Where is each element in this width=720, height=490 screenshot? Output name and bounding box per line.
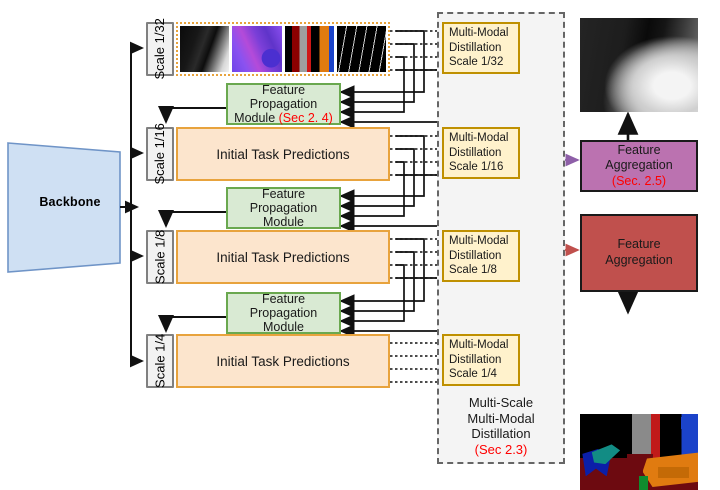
fa-purple-line2: Aggregation [605,158,673,173]
fpm-3-line2: Propagation [249,306,318,320]
mmd-2-line1: Multi-Modal [449,132,509,145]
mmd-1-line3: Scale 1/32 [449,56,504,69]
multi-modal-distillation-1-32[interactable]: Multi-Modal Distillation Scale 1/32 [442,22,520,74]
scale-box-1-16[interactable]: Scale 1/16 [146,123,174,185]
distillation-caption-section: (Sec 2.3) [474,441,528,457]
distillation-caption: Multi-Scale Multi-Modal Distillation (Se… [437,395,565,457]
mmd-2-line3: Scale 1/16 [449,161,504,174]
mmd-3-line1: Multi-Modal [449,235,509,248]
fa-red-line2: Aggregation [605,253,673,267]
fpm-1-line3: Module [234,111,276,125]
semantic-segmentation-thumbnail [284,26,334,72]
multi-modal-distillation-1-4[interactable]: Multi-Modal Distillation Scale 1/4 [442,334,520,386]
scale-box-1-4[interactable]: Scale 1/4 [146,334,174,388]
fpm-1-line3-row: Module (Sec 2. 4) [234,111,333,125]
mmd-4-line1: Multi-Modal [449,339,509,352]
mmd-4-line3: Scale 1/4 [449,368,497,381]
fpm-1-line1: Feature [261,83,306,97]
fa-red-line1: Feature [617,237,661,252]
backbone-label: Backbone [39,195,101,209]
segmentation-output-image [580,414,698,490]
mmd-3-line3: Scale 1/8 [449,264,497,277]
backbone-block: Backbone [4,132,136,272]
depth-output-image [580,18,698,112]
scale-box-1-4-label: Scale 1/4 [152,333,168,389]
scale-box-1-16-label: Scale 1/16 [152,123,168,185]
fa-purple-line1: Feature [617,142,661,157]
initial-task-predictions-1-8[interactable]: Initial Task Predictions [176,230,390,284]
mmd-1-line2: Distillation [449,41,502,54]
scale-box-1-32-label: Scale 1/32 [152,18,168,80]
feature-propagation-module-2[interactable]: Feature Propagation Module [226,187,341,229]
modality-thumbnail-strip [176,22,390,76]
scale-box-1-32[interactable]: Scale 1/32 [146,18,174,80]
feature-propagation-module-3[interactable]: Feature Propagation Module [226,292,341,334]
distillation-caption-line1: Multi-Scale [468,395,534,410]
scale-box-1-8[interactable]: Scale 1/8 [146,230,174,284]
distillation-caption-line3: Distillation [471,426,531,442]
distillation-caption-line2: Multi-Modal [467,410,535,426]
fpm-2-line2: Propagation [249,201,318,215]
mmd-2-line2: Distillation [449,146,502,159]
mmd-1-line1: Multi-Modal [449,27,509,40]
feature-aggregation-purple[interactable]: Feature Aggregation (Sec. 2.5) [580,140,698,192]
initial-task-predictions-1-4[interactable]: Initial Task Predictions [176,334,390,388]
multi-modal-distillation-1-8[interactable]: Multi-Modal Distillation Scale 1/8 [442,230,520,282]
feature-aggregation-red[interactable]: Feature Aggregation [580,214,698,292]
fpm-3-line3: Module [263,320,304,334]
diagram-canvas: Backbone Scale 1/32 Scale 1/16 Scale 1/8… [4,12,698,490]
feature-propagation-module-1[interactable]: Feature Propagation Module (Sec 2. 4) [226,83,341,125]
fpm-2-line3: Module [263,215,304,229]
edge-map-thumbnail [336,26,386,72]
mmd-3-line2: Distillation [449,249,502,262]
fpm-2-line1: Feature [261,187,306,201]
fpm-3-line1: Feature [261,292,306,306]
fpm-1-section: (Sec 2. 4) [278,111,333,125]
scale-box-1-8-label: Scale 1/8 [152,229,168,285]
mmd-4-line2: Distillation [449,353,502,366]
surface-normals-thumbnail [232,26,282,72]
fa-purple-section: (Sec. 2.5) [611,173,667,188]
depth-thumbnail [180,26,230,72]
fpm-1-line2: Propagation [249,97,318,111]
initial-task-predictions-1-16[interactable]: Initial Task Predictions [176,127,390,181]
multi-modal-distillation-1-16[interactable]: Multi-Modal Distillation Scale 1/16 [442,127,520,179]
